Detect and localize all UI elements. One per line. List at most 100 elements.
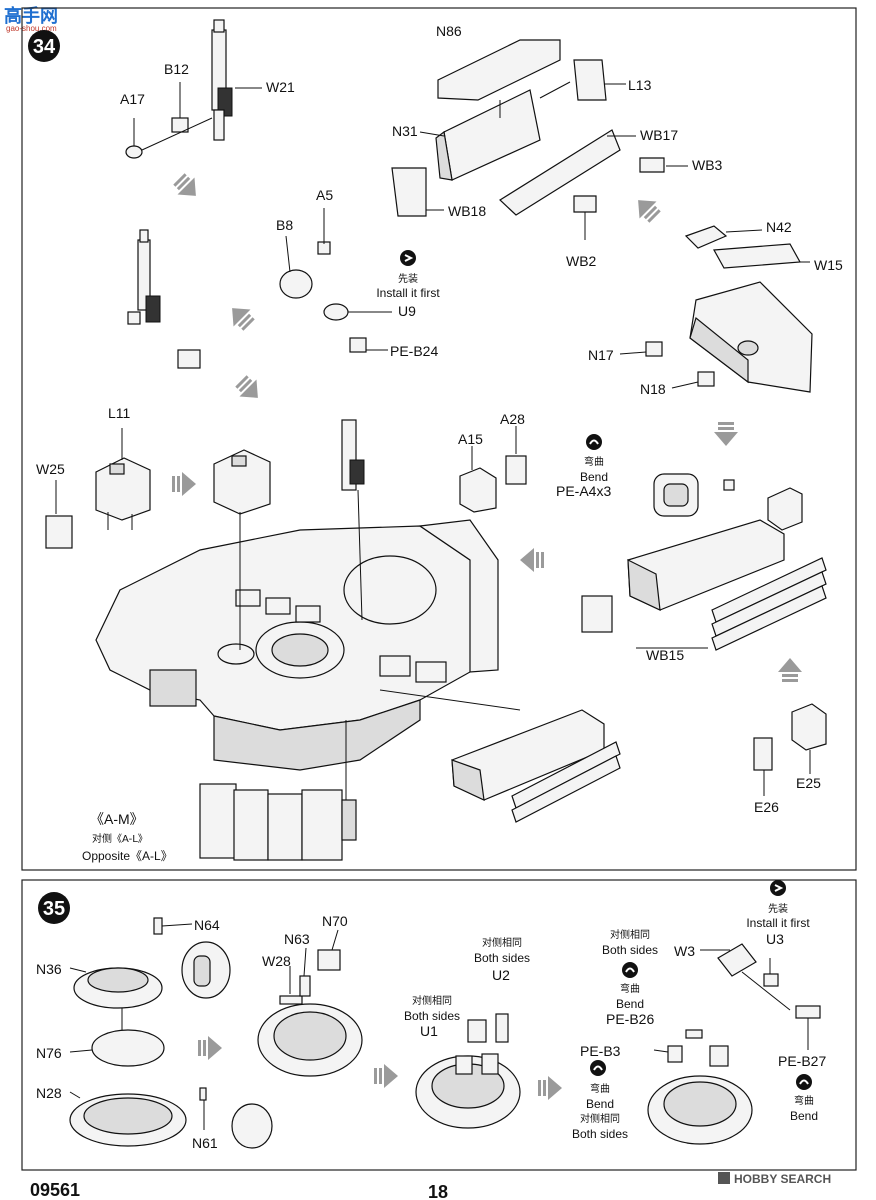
hatch-assembly-3 — [415, 1013, 521, 1129]
label-e25: E25 — [796, 775, 821, 791]
label-b8: B8 — [276, 217, 293, 233]
both-sides-en-u2: Both sides — [474, 951, 530, 965]
label-n18: N18 — [640, 381, 666, 397]
bend-en: Bend — [580, 470, 608, 484]
install-first-en-step35: Install it first — [746, 916, 810, 930]
kit-number: 09561 — [30, 1180, 80, 1200]
logo-subtext: gao-shou.com — [6, 24, 57, 33]
install-first-icon — [399, 249, 417, 267]
antenna-assembly-mid — [127, 208, 392, 369]
rear-box-assembly — [619, 225, 813, 393]
direction-arrow — [223, 299, 258, 334]
label-n42: N42 — [766, 219, 792, 235]
step-35-badge: 35 — [38, 892, 70, 924]
label-e26: E26 — [754, 799, 779, 815]
bend-icon — [585, 433, 603, 451]
step-35-frame — [21, 879, 857, 1171]
label-n70: N70 — [322, 913, 348, 929]
label-pe-b26: PE-B26 — [606, 1011, 654, 1027]
label-n28: N28 — [36, 1085, 62, 1101]
step-34-frame — [21, 7, 857, 871]
label-n76: N76 — [36, 1045, 62, 1061]
direction-arrow — [170, 170, 205, 205]
both-sides-en-pe-b3: Both sides — [572, 1127, 628, 1141]
label-w15: W15 — [814, 257, 843, 273]
bend-cn-pe-b27: 弯曲 — [794, 1094, 814, 1107]
label-w3: W3 — [674, 943, 695, 959]
label-a28: A28 — [500, 411, 525, 427]
bend-icon-pe-b3 — [589, 1059, 607, 1077]
stowage-rack-lower — [451, 709, 621, 823]
pe-a4-detail — [653, 473, 735, 517]
label-am: 《A-M》 — [90, 811, 144, 827]
direction-arrow — [520, 548, 544, 572]
both-sides-cn-step35-right: 对侧相同 — [610, 928, 650, 941]
label-a5: A5 — [316, 187, 333, 203]
label-n61: N61 — [192, 1135, 218, 1151]
both-sides-en-step35-right: Both sides — [602, 943, 658, 957]
bend-icon-pe-b27 — [795, 1073, 813, 1091]
armour-blocks-a-m — [199, 783, 357, 861]
install-first-icon-step35 — [769, 879, 787, 897]
bend-cn: 弯曲 — [584, 455, 604, 468]
site-logo: 高手网 gao-shou.com — [4, 5, 58, 33]
both-sides-cn-u1: 对侧相同 — [412, 994, 452, 1007]
label-pe-b27: PE-B27 — [778, 1053, 826, 1069]
box-l11-group — [45, 428, 271, 549]
watermark-site: HOBBY SEARCH — [734, 1172, 831, 1186]
label-a17: A17 — [120, 91, 145, 107]
logo-text: 高手网 — [4, 5, 58, 27]
hobby-search-watermark: HOBBY SEARCH — [718, 1172, 831, 1186]
label-pe-b24: PE-B24 — [390, 343, 438, 359]
label-w28: W28 — [262, 953, 291, 969]
label-w25: W25 — [36, 461, 65, 477]
label-pe-b3: PE-B3 — [580, 1043, 621, 1059]
label-n86: N86 — [436, 23, 462, 39]
direction-arrow — [714, 422, 738, 446]
direction-arrow — [198, 1036, 222, 1060]
label-l11: L11 — [108, 405, 131, 421]
label-n36: N36 — [36, 961, 62, 977]
direction-arrow — [172, 472, 196, 496]
bend-en-pe-b27: Bend — [790, 1109, 818, 1123]
bend-en-pe-b26: Bend — [616, 997, 644, 1011]
direction-arrow — [629, 191, 664, 226]
step-35-number: 35 — [43, 898, 65, 920]
label-u9: U9 — [398, 303, 416, 319]
box-a15-group — [459, 426, 527, 513]
label-l13: L13 — [628, 77, 652, 93]
label-n17: N17 — [588, 347, 614, 363]
label-wb17: WB17 — [640, 127, 678, 143]
box-e25-group — [753, 703, 827, 796]
label-wb2: WB2 — [566, 253, 597, 269]
hatch-assembly-4 — [647, 943, 821, 1145]
label-u3: U3 — [766, 931, 784, 947]
turret-main — [95, 419, 521, 800]
install-first-en: Install it first — [376, 286, 440, 300]
direction-arrow — [232, 372, 267, 407]
label-wb15: WB15 — [646, 647, 684, 663]
label-pe-a4x3: PE-A4x3 — [556, 483, 611, 499]
stowage-rack-upper — [581, 487, 827, 651]
label-wb18: WB18 — [448, 203, 486, 219]
label-b12: B12 — [164, 61, 189, 77]
label-wb3: WB3 — [692, 157, 723, 173]
hatch-assembly-2 — [257, 929, 363, 1077]
hatch-assembly-1 — [69, 917, 273, 1149]
label-n31: N31 — [392, 123, 418, 139]
step-34-badge: 34 — [28, 30, 60, 62]
direction-arrow — [538, 1076, 562, 1100]
antenna-assembly-top — [125, 19, 262, 159]
both-sides-cn-u2: 对侧相同 — [482, 936, 522, 949]
direction-arrow — [374, 1064, 398, 1088]
label-opposite-cn: 对侧《A-L》 — [92, 832, 148, 845]
both-sides-en-u1: Both sides — [404, 1009, 460, 1023]
stowage-box-assembly — [391, 39, 688, 240]
bend-en-pe-b3: Bend — [586, 1097, 614, 1111]
page-number: 18 — [428, 1182, 448, 1200]
bend-cn-pe-b3: 弯曲 — [590, 1082, 610, 1095]
both-sides-cn-pe-b3: 对侧相同 — [580, 1112, 620, 1125]
bend-cn-pe-b26: 弯曲 — [620, 982, 640, 995]
bend-icon-pe-b26 — [621, 961, 639, 979]
